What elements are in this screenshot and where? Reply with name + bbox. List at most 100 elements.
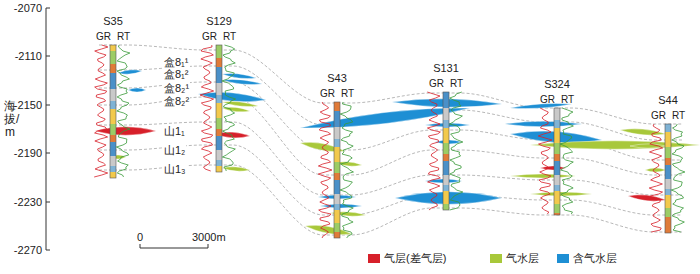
lithology-segment bbox=[443, 120, 449, 128]
well-column bbox=[554, 108, 560, 215]
lithology-segment bbox=[443, 191, 449, 204]
lithology-segment bbox=[554, 161, 560, 175]
lithology-segment bbox=[443, 143, 449, 154]
lithology-segment bbox=[110, 156, 116, 166]
log-name: RT bbox=[223, 31, 236, 43]
log-name: RT bbox=[341, 88, 354, 100]
lithology-segment bbox=[334, 194, 340, 204]
layer-name: 山1₃ bbox=[163, 163, 187, 176]
lithology-segment bbox=[110, 135, 116, 142]
log-name: GR bbox=[320, 88, 335, 100]
lithology-segment bbox=[110, 51, 116, 64]
lithology-segment bbox=[554, 120, 560, 128]
gr-curve bbox=[649, 124, 662, 232]
well-log bbox=[200, 45, 236, 172]
lithology-segment bbox=[334, 162, 340, 173]
axis-value: -2070 bbox=[14, 2, 42, 15]
lithology-segment bbox=[554, 154, 560, 161]
legend-text: 含气水层 bbox=[573, 252, 617, 265]
axis-tick bbox=[46, 250, 50, 251]
reservoir-lens bbox=[222, 79, 262, 84]
lithology-segment bbox=[665, 147, 671, 158]
legend-text: 气层(差气层) bbox=[384, 252, 446, 265]
log-name: RT bbox=[117, 31, 130, 43]
axis-tick bbox=[46, 8, 50, 9]
lithology-segment bbox=[443, 204, 449, 210]
legend-swatch bbox=[557, 254, 569, 263]
well-column bbox=[110, 45, 116, 178]
log-name: RT bbox=[450, 78, 463, 90]
rt-curve bbox=[671, 124, 685, 232]
well-header: S129GRRT bbox=[202, 15, 236, 43]
lithology-segment bbox=[216, 45, 222, 58]
well-log bbox=[649, 124, 685, 233]
axis-tick bbox=[46, 153, 50, 154]
well-column bbox=[216, 45, 222, 172]
lithology-segment bbox=[216, 95, 222, 103]
reservoir-lens bbox=[305, 225, 352, 234]
rt-curve bbox=[450, 92, 463, 210]
lithology-segment bbox=[665, 124, 671, 132]
reservoir-lens bbox=[300, 108, 470, 128]
lithology-segment bbox=[216, 58, 222, 67]
legend-item: 气水层 bbox=[490, 252, 539, 265]
well-log bbox=[318, 102, 353, 238]
lithology-segment bbox=[110, 124, 116, 135]
lithology-segment bbox=[554, 128, 560, 143]
well-header: S324GRRT bbox=[540, 78, 574, 106]
lithology-segment bbox=[554, 108, 560, 120]
legend-swatch bbox=[490, 254, 502, 263]
lithology-segment bbox=[216, 103, 222, 118]
well-header: S43GRRT bbox=[320, 72, 354, 100]
gr-curve bbox=[200, 45, 214, 171]
layer-name: 山1₁ bbox=[163, 125, 186, 138]
lithology-segment bbox=[110, 45, 116, 51]
reservoir-lens bbox=[510, 174, 576, 178]
lithology-segment bbox=[334, 210, 340, 223]
well-name: S324 bbox=[540, 78, 574, 91]
lithology-segment bbox=[554, 204, 560, 213]
legend-swatch bbox=[368, 254, 380, 263]
correlation-line bbox=[99, 97, 682, 175]
well-column bbox=[443, 92, 449, 210]
axis-value: -2270 bbox=[14, 244, 42, 257]
rt-curve bbox=[116, 45, 130, 177]
well-name: S44 bbox=[651, 94, 685, 107]
lithology-segment bbox=[334, 139, 340, 147]
legend-item: 气层(差气层) bbox=[368, 252, 446, 265]
lithology-segment bbox=[443, 128, 449, 143]
lithology-segment bbox=[665, 158, 671, 165]
correlation-line bbox=[99, 122, 682, 195]
scale-bar bbox=[140, 244, 208, 248]
lithology-segment bbox=[334, 173, 340, 180]
lithology-segment bbox=[110, 64, 116, 73]
log-name: GR bbox=[429, 78, 444, 90]
axis-value: -2230 bbox=[14, 196, 42, 209]
well-log bbox=[538, 108, 573, 215]
lithology-segment bbox=[665, 165, 671, 179]
lithology-segment bbox=[216, 150, 222, 160]
axis-tick bbox=[46, 202, 50, 203]
layer-name: 盒8₂² bbox=[163, 95, 190, 108]
scale-text: 3000m bbox=[192, 231, 226, 244]
rt-curve bbox=[560, 108, 573, 214]
lithology-segment bbox=[334, 204, 340, 210]
lithology-segment bbox=[554, 175, 560, 185]
axis-value: -2110 bbox=[15, 50, 42, 63]
layer-name: 盒8₂¹ bbox=[163, 82, 190, 95]
reservoir-lens bbox=[505, 121, 582, 127]
lithology-segment bbox=[216, 67, 222, 83]
lithology-segment bbox=[110, 89, 116, 101]
correlation-line bbox=[99, 165, 682, 235]
well-header: S131GRRT bbox=[429, 62, 463, 90]
gr-curve bbox=[538, 108, 552, 214]
gr-curve bbox=[318, 102, 332, 238]
rt-curve bbox=[340, 102, 353, 238]
lithology-segment bbox=[216, 160, 222, 166]
lithology-segment bbox=[216, 83, 222, 95]
lithology-segment bbox=[554, 213, 560, 215]
well-log bbox=[94, 45, 130, 178]
log-name: GR bbox=[540, 94, 555, 106]
reservoir-lens bbox=[630, 144, 666, 148]
correlation-line bbox=[99, 145, 682, 215]
